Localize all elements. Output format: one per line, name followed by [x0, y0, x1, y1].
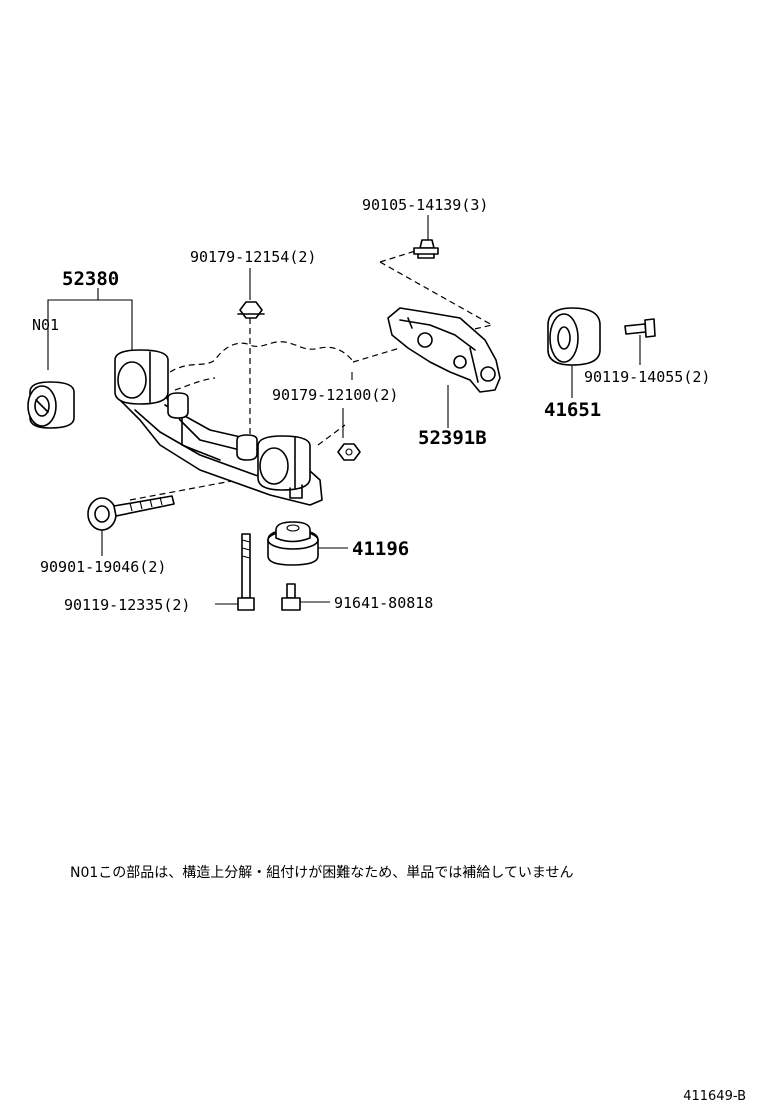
crossmember-52380 [114, 349, 323, 506]
label-90179-12100: 90179-12100(2) [272, 386, 398, 404]
label-52380: 52380 [62, 268, 119, 290]
bolt-90901-19046 [87, 495, 175, 531]
label-52391b: 52391B [418, 427, 487, 449]
bracket-52391b [387, 307, 501, 393]
bolt-90119-12335 [237, 533, 255, 611]
label-90119-14055: 90119-14055(2) [584, 368, 710, 386]
label-90179-12154: 90179-12154(2) [190, 248, 316, 266]
label-90119-12335: 90119-12335(2) [64, 596, 190, 614]
leader-lines [47, 215, 641, 605]
bolt-91641-80818 [281, 583, 301, 611]
nut-90179-12100 [337, 443, 361, 461]
phantom-lines [129, 247, 494, 501]
mount-41196 [267, 521, 319, 566]
nut-90179-12154 [237, 301, 265, 319]
label-90105-14139: 90105-14139(3) [362, 196, 488, 214]
bolt-90105-14139 [413, 239, 439, 259]
label-n01: N01 [32, 316, 59, 334]
diagram-id: 411649-B [683, 1089, 746, 1104]
bushing-41651 [547, 307, 601, 366]
label-41196: 41196 [352, 538, 409, 560]
footnote: N01この部品は、構造上分解・組付けが困難なため、単品では補給していません [70, 865, 574, 881]
label-91641-80818: 91641-80818 [334, 594, 433, 612]
bolt-90119-14055 [624, 318, 656, 338]
bushing-n01 [27, 381, 75, 429]
label-90901-19046: 90901-19046(2) [40, 558, 166, 576]
label-41651: 41651 [544, 399, 601, 421]
